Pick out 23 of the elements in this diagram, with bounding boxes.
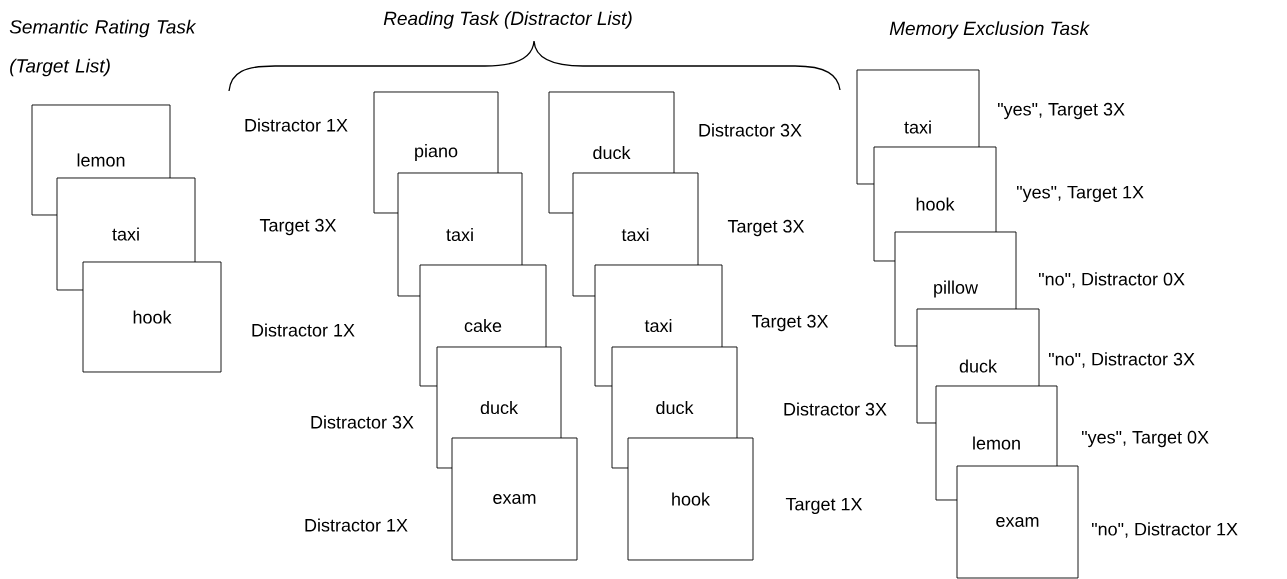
- card-label: Target 3X: [259, 218, 337, 236]
- card-label: Distractor 1X: [252, 323, 355, 337]
- card-label: "no", Distractor 3X: [1049, 352, 1195, 368]
- section-heading: Semantic Rating Task (Target List): [9, 19, 197, 77]
- section-heading: Reading Task (Distractor List): [383, 11, 632, 29]
- card-label: "no", Distractor 1X: [1092, 522, 1238, 538]
- word-card: hook: [82, 261, 222, 373]
- word-card: hook: [627, 437, 754, 561]
- card-label: "no", Distractor 0X: [1039, 272, 1185, 288]
- card-label: Target 1X: [785, 497, 863, 515]
- card-label: Distractor 1X: [245, 118, 348, 132]
- card-label: Distractor 1X: [305, 518, 408, 532]
- card-label: Distractor 3X: [784, 402, 887, 416]
- word-card: exam: [451, 437, 578, 561]
- card-label: Target 3X: [751, 314, 829, 332]
- section-heading: Memory Exclusion Task: [889, 21, 1090, 39]
- card-label: "yes", Target 0X: [1082, 430, 1209, 448]
- card-label: "yes", Target 1X: [1017, 185, 1144, 203]
- card-label: Distractor 3X: [311, 415, 414, 429]
- card-label: Distractor 3X: [699, 123, 802, 137]
- card-label: Target 3X: [727, 219, 805, 237]
- card-label: "yes", Target 3X: [998, 102, 1125, 120]
- word-card: exam: [956, 465, 1079, 579]
